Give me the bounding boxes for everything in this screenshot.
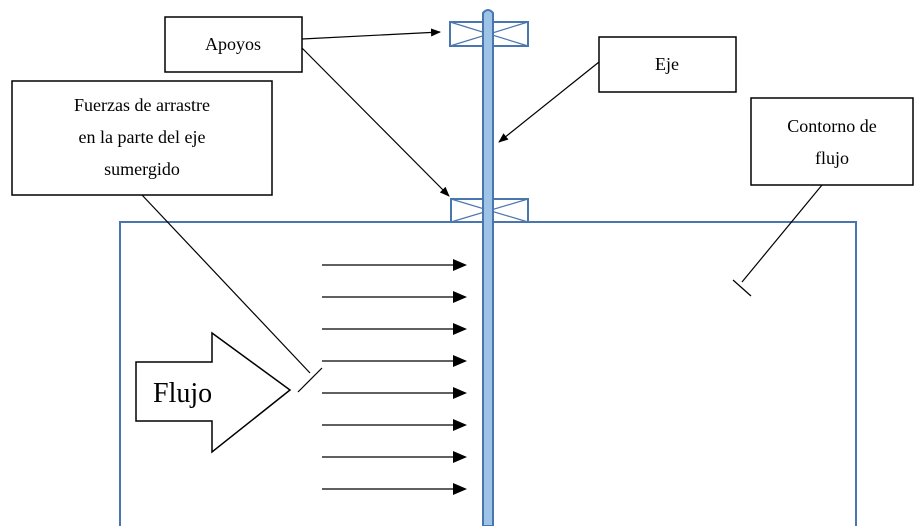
apoyos-leader-bottom — [301, 47, 450, 197]
contorno-leader — [741, 184, 823, 283]
apoyos-label: Apoyos — [205, 34, 261, 54]
fuerzas-leader — [141, 194, 311, 374]
eje-label-box: Eje — [598, 36, 737, 93]
flow-arrow-head — [453, 483, 467, 495]
contorno-label-line1: Contorno de — [787, 116, 877, 136]
flow-arrow-head — [453, 355, 467, 367]
flujo-arrow: Flujo — [135, 331, 292, 454]
contorno-label-box: Contorno de flujo — [750, 97, 914, 186]
fuerzas-label-box: Fuerzas de arrastre en la parte del eje … — [11, 80, 273, 196]
flow-arrow-head — [453, 419, 467, 431]
flow-arrow-head — [453, 451, 467, 463]
fuerzas-leader-tick — [297, 367, 323, 393]
apoyos-leader-top — [301, 28, 441, 40]
flow-arrow-head — [453, 387, 467, 399]
flujo-label: Flujo — [153, 378, 212, 409]
fuerzas-label-line1: Fuerzas de arrastre — [74, 95, 210, 115]
fuerzas-label-line2: en la parte del eje — [79, 127, 206, 147]
flow-arrow-head — [453, 323, 467, 335]
eje-label: Eje — [655, 54, 679, 74]
flow-arrows — [322, 259, 467, 495]
shaft — [482, 9, 494, 526]
flow-arrow-head — [453, 291, 467, 303]
flow-arrow-head — [453, 259, 467, 271]
eje-leader — [498, 61, 600, 143]
contorno-leader-tick — [732, 279, 752, 297]
apoyos-label-box: Apoyos — [164, 16, 303, 73]
contorno-label-line2: flujo — [815, 148, 849, 168]
fuerzas-label-line3: sumergido — [104, 159, 180, 179]
